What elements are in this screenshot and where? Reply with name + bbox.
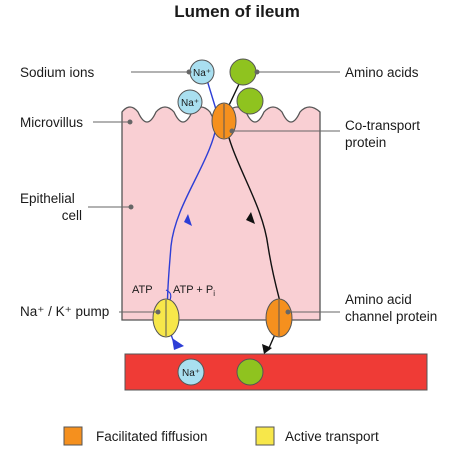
blood-amino-acid <box>236 358 264 386</box>
amino-arrow-into-blood <box>262 344 272 354</box>
cotransport-label-line1: Co-transport <box>345 118 420 133</box>
pump-arrow-to-atp <box>165 289 172 301</box>
sodium-ion-2: Na⁺ <box>177 89 203 115</box>
microvillus-label: Microvillus <box>20 115 83 130</box>
sodium-ion-2-label: Na⁺ <box>181 98 199 109</box>
sodium-ion-1-label: Na⁺ <box>193 68 211 79</box>
cotransport-label-line2: protein <box>345 135 386 150</box>
sodium-ion-1: Na⁺ <box>189 59 215 85</box>
amino-acid-1 <box>229 58 257 86</box>
atp-products-subscript: i <box>213 289 215 298</box>
atp-products-label: ATP + Pi <box>173 284 215 298</box>
amino-arrow-down <box>246 212 255 224</box>
amino-acids-label: Amino acids <box>345 65 419 80</box>
sodium-arrow-down <box>184 214 192 226</box>
sodium-ions-label: Sodium ions <box>20 65 95 80</box>
amino-acid-2 <box>236 87 264 115</box>
pump-label: Na⁺ / K⁺ pump <box>20 304 109 319</box>
legend-swatch-facilitated <box>63 426 83 446</box>
legend-label-active: Active transport <box>285 429 379 444</box>
aa-channel-label-line2: channel protein <box>345 309 437 324</box>
leader-lines <box>88 69 340 315</box>
blood-sodium-ion-label: Na⁺ <box>182 368 200 379</box>
sodium-arrow-into-blood <box>172 338 184 350</box>
diagram-title: Lumen of ileum <box>174 2 300 21</box>
atp-products-main: ATP + P <box>173 284 213 296</box>
legend-label-facilitated: Facilitated fiffusion <box>96 429 208 444</box>
atp-label: ATP <box>132 284 153 296</box>
epithelial-label-line2: cell <box>62 208 82 223</box>
aa-channel-label-line1: Amino acid <box>345 292 412 307</box>
blood-sodium-ion: Na⁺ <box>177 358 205 386</box>
blood-capillary <box>124 353 428 391</box>
legend: Facilitated fiffusion Active transport <box>63 426 379 446</box>
legend-swatch-active <box>255 426 275 446</box>
epithelial-label-line1: Epithelial <box>20 191 75 206</box>
